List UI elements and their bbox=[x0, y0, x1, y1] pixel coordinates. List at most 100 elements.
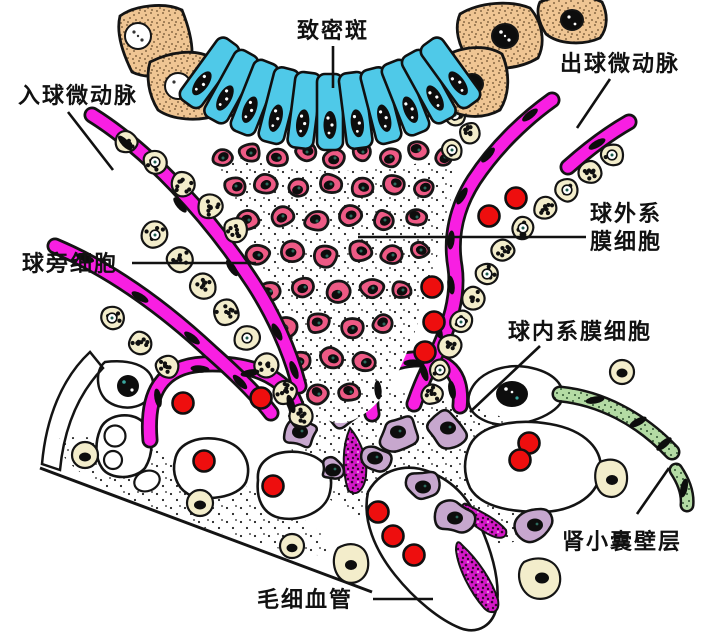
vessel-wall-nucleus bbox=[184, 331, 200, 345]
label-intraglomerular-mesangial: 球内系膜细胞 bbox=[508, 319, 652, 344]
label-capillary: 毛细血管 bbox=[257, 587, 353, 612]
juxtaglomerular-cell bbox=[577, 159, 603, 184]
extraglomerular-mesangial-cell bbox=[351, 351, 377, 373]
intraglomerular-mesangial-cell bbox=[433, 499, 477, 534]
red-blood-cell bbox=[171, 391, 195, 415]
vessel-wall-nucleus bbox=[240, 369, 260, 377]
intraglomerular-mesangial-cell bbox=[513, 507, 554, 544]
vessel-wall-nucleus bbox=[286, 394, 296, 414]
extraglomerular-mesangial-cell bbox=[290, 276, 315, 299]
macula-densa-cell bbox=[257, 65, 301, 146]
juxtaglomerular-cell bbox=[165, 246, 194, 274]
vessel-wall-nucleus bbox=[154, 388, 162, 408]
extraglomerular-mesangial-cell bbox=[312, 244, 339, 269]
vessel-wall-nucleus bbox=[419, 362, 429, 382]
capsule-boundary-line bbox=[39, 466, 373, 594]
vessel-wall-nucleus bbox=[585, 396, 605, 404]
label-juxtaglomerular-cells: 球旁细胞 bbox=[22, 251, 118, 276]
vessel-wall-nuclei bbox=[75, 108, 689, 498]
extraglomerular-mesangial-cell bbox=[373, 209, 395, 232]
extraglomerular-mesangial-cell bbox=[379, 244, 404, 265]
extraglomerular-mesangial-cell bbox=[350, 176, 375, 198]
extraglomerular-mesangial-cell bbox=[223, 176, 247, 197]
red-blood-cells bbox=[171, 186, 541, 567]
extraglomerular-mesangial-cell bbox=[252, 172, 279, 195]
juxtaglomerular-cell bbox=[154, 354, 180, 379]
juxtaglomerular-cell bbox=[223, 217, 249, 244]
extraglomerular-mesangial-cell bbox=[266, 147, 289, 168]
red-blood-cell bbox=[477, 204, 501, 228]
vessel-wall-nucleus bbox=[447, 275, 455, 295]
extraglomerular-mesangial-cell bbox=[321, 147, 346, 170]
extraglomerular-mesangial-cell bbox=[244, 243, 272, 266]
extraglomerular-mesangial-cell bbox=[407, 140, 430, 161]
extraglomerular-mesangial-cell bbox=[306, 383, 330, 406]
macula-densa-cells bbox=[178, 36, 482, 152]
juxtaglomerular-cell bbox=[474, 262, 499, 286]
extraglomerular-mesangial-cell bbox=[340, 317, 365, 340]
extraglomerular-mesangial-cell bbox=[319, 346, 345, 370]
juxtaglomerular-cell bbox=[420, 383, 444, 405]
extraglomerular-mesangial-cell bbox=[270, 205, 296, 228]
extraglomerular-mesangial-cell bbox=[391, 280, 413, 299]
vessel-wall-nucleus bbox=[289, 360, 299, 380]
extraglomerular-mesangial-cell bbox=[319, 172, 344, 194]
juxtaglomerular-cell bbox=[253, 352, 280, 379]
intraglomerular-mesangial-cell bbox=[404, 470, 441, 501]
juxtaglomerular-cell bbox=[533, 195, 558, 220]
extraglomerular-mesangial-cell bbox=[338, 204, 364, 228]
extraglomerular-mesangial-cell bbox=[325, 279, 352, 304]
juxtaglomerular-cell bbox=[449, 309, 474, 334]
extraglomerular-mesangial-cell bbox=[287, 177, 310, 198]
annotations: 致密斑 出球微动脉 入球微动脉 球外系 膜细胞 球旁细胞 球内系膜细胞 肾小囊壁… bbox=[18, 18, 682, 612]
leader-afferent-arteriole bbox=[66, 111, 115, 171]
red-blood-cell bbox=[422, 310, 446, 334]
extraglomerular-mesangial-cell bbox=[237, 142, 261, 163]
red-blood-cell bbox=[192, 449, 216, 473]
vessel-wall-nucleus bbox=[679, 478, 689, 498]
vessel-wall-nucleus bbox=[173, 197, 187, 213]
leader-efferent-arteriole bbox=[575, 78, 612, 129]
juxtaglomerular-cell bbox=[100, 305, 125, 331]
juxtaglomerular-cell bbox=[233, 325, 262, 351]
red-blood-cell bbox=[504, 186, 528, 210]
red-blood-cell bbox=[413, 340, 437, 364]
endothelial-cells bbox=[70, 358, 636, 600]
red-blood-cell bbox=[366, 500, 390, 524]
juxtaglomerular-cell bbox=[437, 333, 463, 359]
red-blood-cell bbox=[402, 543, 426, 567]
vessel-wall-nucleus bbox=[232, 374, 248, 390]
extraglomerular-mesangial-cell bbox=[405, 208, 429, 227]
extraglomerular-mesangial-cell bbox=[303, 210, 330, 232]
parietal-cell-nucleus bbox=[496, 381, 528, 407]
macula-densa-cell bbox=[286, 70, 323, 151]
macula-densa-cell bbox=[419, 36, 482, 110]
red-blood-cell bbox=[381, 524, 405, 548]
juxtaglomerular-cell bbox=[599, 143, 625, 167]
juxtaglomerular-cell bbox=[140, 220, 169, 249]
juxtaglomerular-cell bbox=[197, 193, 224, 220]
juxtaglomerular-cell bbox=[142, 149, 168, 175]
extraglomerular-mesangial-cell bbox=[348, 239, 374, 263]
label-extraglomerular-mesangial-line2: 膜细胞 bbox=[590, 229, 662, 254]
extraglomerular-mesangial-cell bbox=[306, 312, 331, 334]
vessel-wall-nucleus bbox=[588, 138, 606, 150]
extraglomerular-mesangial-cell bbox=[358, 278, 386, 300]
vessel-wall-nucleus bbox=[522, 108, 538, 122]
intraglomerular-mesangial-cell bbox=[321, 455, 346, 480]
extraglomerular-mesangial-cell bbox=[378, 147, 402, 169]
extraglomerular-mesangial-cell bbox=[211, 148, 234, 167]
vessel-wall-nucleus bbox=[448, 380, 456, 400]
vessel-wall-nucleus bbox=[190, 365, 210, 373]
juxtaglomerular-cell bbox=[127, 330, 153, 356]
label-parietal-layer: 肾小囊壁层 bbox=[562, 529, 682, 554]
juxtaglomerular-cell bbox=[459, 121, 481, 145]
vessel-wall-nucleus bbox=[656, 437, 672, 451]
vessel-wall-nucleus bbox=[118, 135, 132, 151]
vessel-wall-nucleus bbox=[481, 147, 495, 163]
intraglomerular-mesangial-cell bbox=[359, 445, 393, 473]
label-efferent-arteriole: 出球微动脉 bbox=[560, 51, 680, 76]
red-blood-cell bbox=[261, 474, 285, 498]
efferent-wall-cells bbox=[420, 102, 625, 405]
juxtaglomerular-cell bbox=[188, 272, 217, 300]
